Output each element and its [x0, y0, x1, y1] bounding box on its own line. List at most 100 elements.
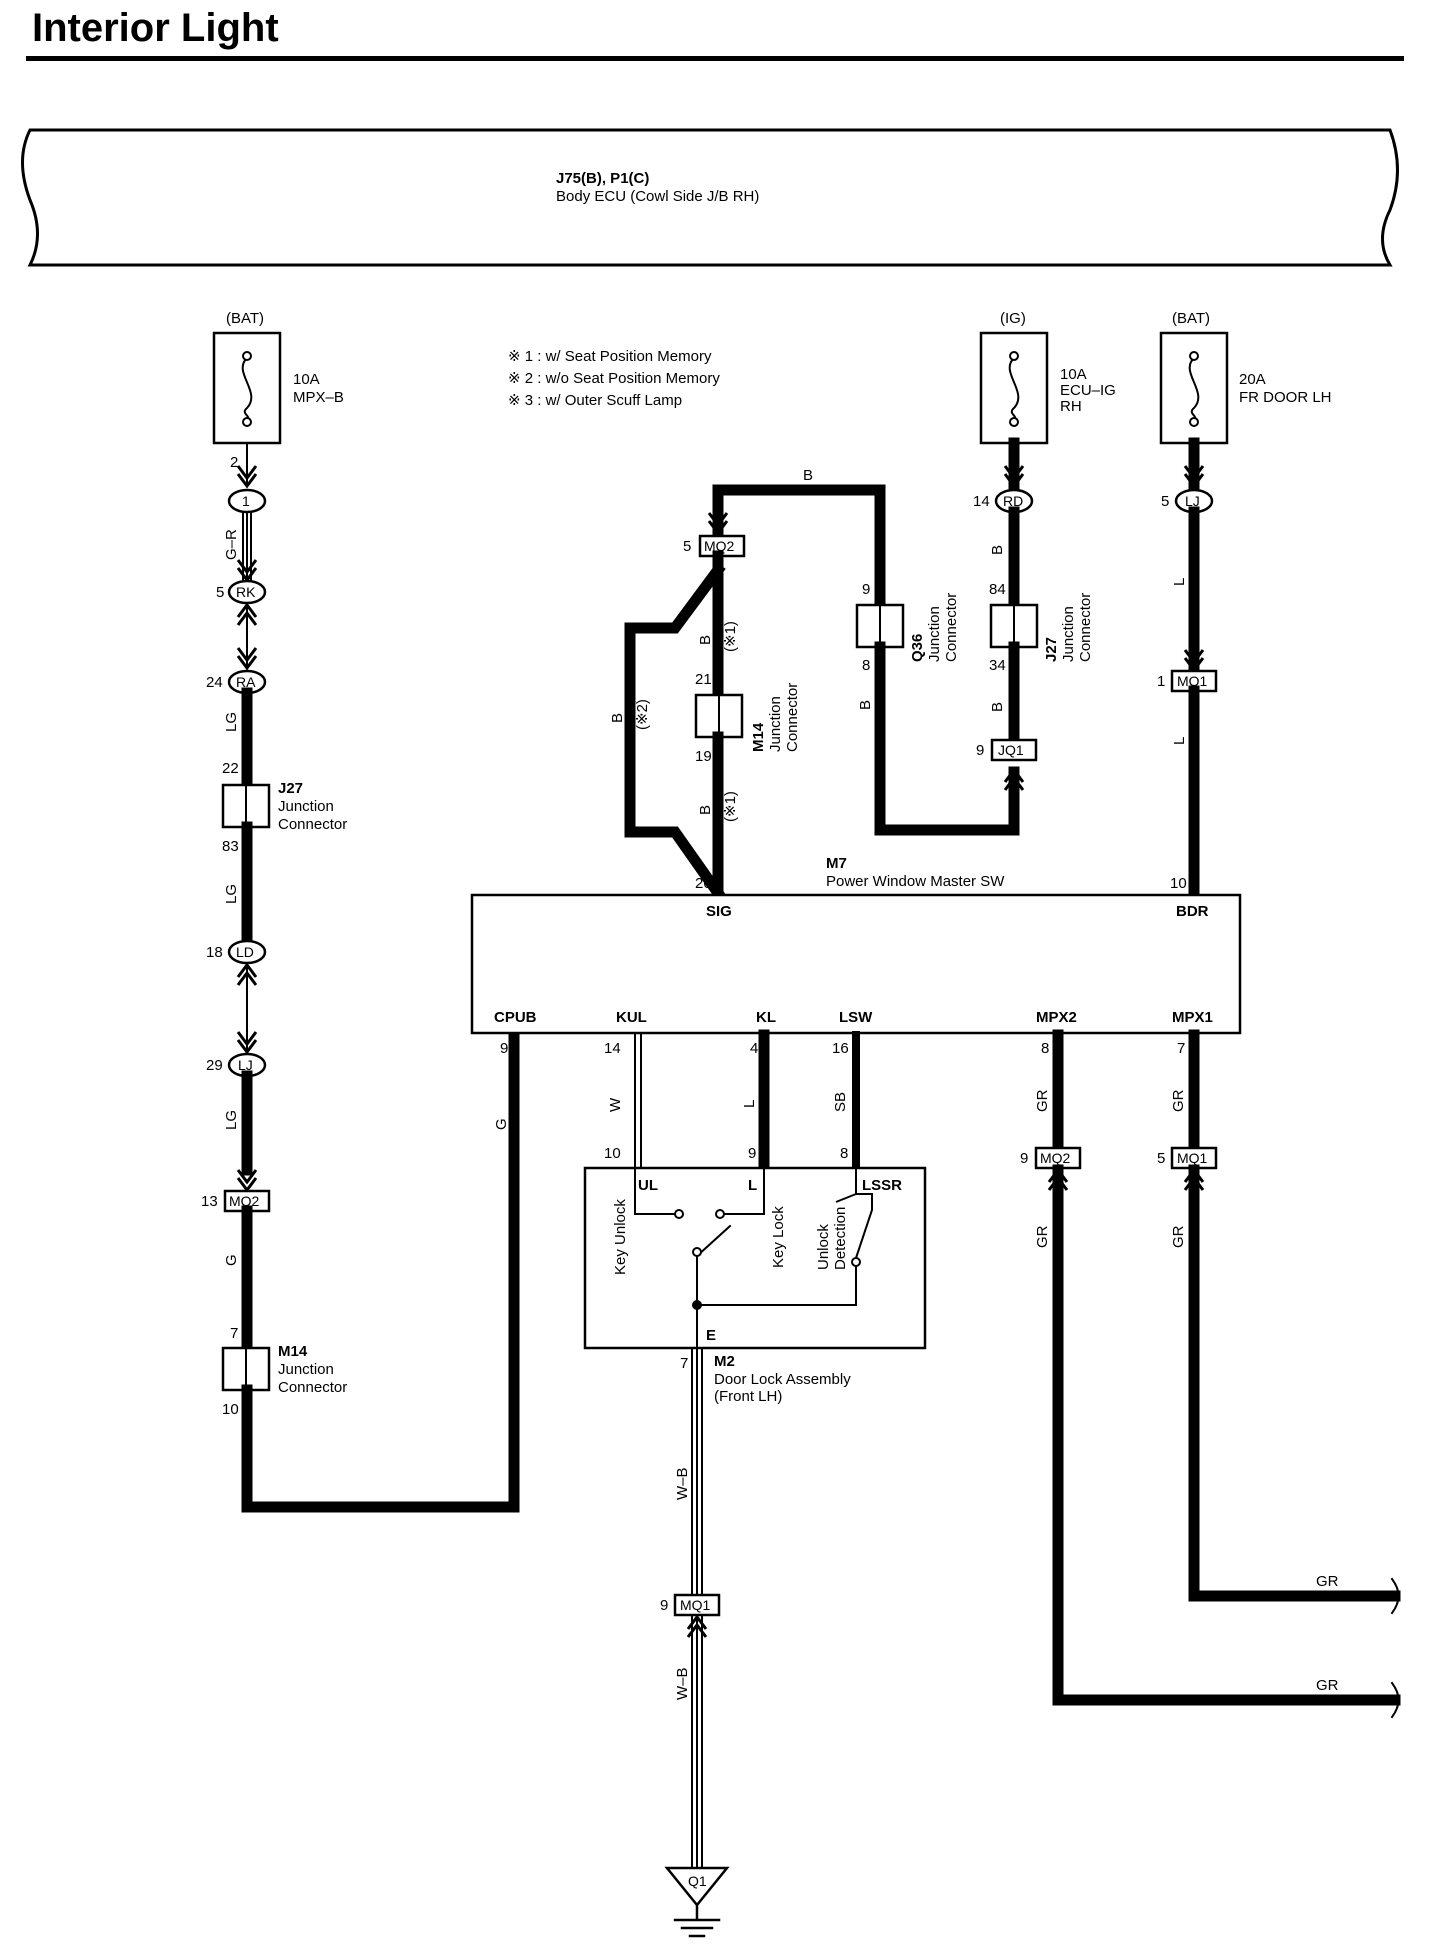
pin-5-mq2: 5 — [683, 538, 691, 555]
pin-1-mq1: 1 — [1157, 673, 1165, 690]
svg-text:Junction: Junction — [278, 798, 334, 815]
svg-text:B: B — [697, 635, 714, 645]
wire-gr-mpx1-b — [1188, 1164, 1401, 1602]
svg-text:Q36: Q36 — [909, 634, 926, 662]
svg-text:M14: M14 — [750, 722, 767, 752]
connector-mq1-bottom — [673, 1593, 721, 1617]
fuse-1-name: MPX–B — [293, 389, 344, 406]
svg-text:CPUB: CPUB — [494, 1009, 537, 1026]
fuse-3-rating: 20A — [1239, 371, 1266, 388]
pin-20: 20 — [695, 875, 712, 892]
pin-8-q36: 8 — [862, 657, 870, 674]
pin-84: 84 — [989, 581, 1006, 598]
svg-text:GR: GR — [1170, 1225, 1187, 1248]
power-window-master-sw — [470, 893, 1242, 1035]
svg-text:J27: J27 — [278, 780, 303, 797]
m2-id: M2 — [714, 1353, 735, 1370]
svg-text:Junction: Junction — [767, 696, 784, 752]
wire-break-1 — [1390, 1577, 1400, 1615]
svg-text:L: L — [1171, 737, 1188, 745]
wire-break-2 — [1390, 1681, 1400, 1719]
wire-g-r-label: G–R — [223, 529, 240, 560]
pin-2: 2 — [230, 454, 238, 471]
svg-text:(※1): (※1) — [722, 621, 739, 652]
pin-8-mpx2: 8 — [1041, 1040, 1049, 1057]
svg-text:MQ2: MQ2 — [229, 1193, 260, 1209]
svg-text:Detection: Detection — [832, 1207, 849, 1270]
svg-text:Connector: Connector — [943, 593, 960, 662]
svg-text:MPX1: MPX1 — [1172, 1009, 1213, 1026]
svg-text:Connector: Connector — [784, 683, 801, 752]
fuse-3-name: FR DOOR LH — [1239, 389, 1332, 406]
pin-5-rk: 5 — [216, 584, 224, 601]
m7-id: M7 — [826, 855, 847, 872]
svg-text:B: B — [609, 713, 626, 723]
m2-name: Door Lock Assembly — [714, 1371, 851, 1388]
svg-text:GR: GR — [1170, 1089, 1187, 1112]
pin-14-rd: 14 — [973, 493, 990, 510]
svg-text:MQ2: MQ2 — [704, 538, 735, 554]
pin-5-mq1: 5 — [1157, 1150, 1165, 1167]
m2-name2: (Front LH) — [714, 1388, 782, 1405]
pin-10-m14: 10 — [222, 1401, 239, 1418]
svg-text:L: L — [1171, 578, 1188, 586]
fuse-1-source: (BAT) — [226, 310, 264, 327]
pin-7-mpx1: 7 — [1177, 1040, 1185, 1057]
m7-name: Power Window Master SW — [826, 873, 1005, 890]
pin-14-kul: 14 — [604, 1040, 621, 1057]
svg-text:RK: RK — [236, 584, 256, 600]
svg-text:W–B: W–B — [674, 1667, 691, 1700]
pin-4-kl: 4 — [750, 1040, 758, 1057]
svg-text:MQ2: MQ2 — [1040, 1150, 1071, 1166]
svg-text:Key Lock: Key Lock — [770, 1206, 787, 1268]
pin-83: 83 — [222, 838, 239, 855]
svg-text:KL: KL — [756, 1009, 776, 1026]
pin-19: 19 — [695, 748, 712, 765]
svg-text:SB: SB — [832, 1092, 849, 1112]
pin-9-jq1: 9 — [976, 742, 984, 759]
title-rule — [26, 56, 1404, 61]
pin-21: 21 — [695, 671, 712, 688]
svg-text:LG: LG — [223, 884, 240, 904]
svg-text:LSW: LSW — [839, 1009, 873, 1026]
fuse-2-source: (IG) — [1000, 310, 1026, 327]
svg-text:Junction: Junction — [1060, 606, 1077, 662]
svg-text:(※2): (※2) — [634, 699, 651, 730]
svg-text:E: E — [706, 1327, 716, 1344]
svg-text:MQ1: MQ1 — [680, 1597, 711, 1613]
wire-gr-mpx2-b — [1052, 1164, 1401, 1706]
svg-text:W–B: W–B — [674, 1467, 691, 1500]
door-lock-assembly — [583, 1166, 927, 1350]
wire-gr-out-1: GR — [1316, 1573, 1339, 1590]
page-title: Interior Light — [32, 6, 279, 50]
fuse-3-source: (BAT) — [1172, 310, 1210, 327]
svg-text:JQ1: JQ1 — [998, 742, 1024, 758]
svg-text:MQ1: MQ1 — [1177, 1150, 1208, 1166]
fuse-2-rating: 10A — [1060, 366, 1087, 383]
wire-w-b-2 — [691, 1616, 703, 1869]
ecu-connector-label: J75(B), P1(C) — [556, 170, 649, 187]
note-3: ※ 3 : w/ Outer Scuff Lamp — [508, 392, 682, 409]
wire-w-b-1 — [691, 1347, 703, 1596]
svg-text:LJ: LJ — [238, 1057, 253, 1073]
svg-text:BDR: BDR — [1176, 903, 1209, 920]
fuse-2-icon — [1008, 356, 1020, 422]
fuse-1-icon — [241, 356, 253, 422]
svg-text:LD: LD — [236, 944, 254, 960]
body-ecu-box — [21, 128, 1399, 267]
wire-gr-out-2: GR — [1316, 1677, 1339, 1694]
ground-label: Q1 — [688, 1873, 707, 1889]
wire-g-2 — [241, 1029, 520, 1513]
wire-b-q36 — [874, 641, 1020, 836]
note-2: ※ 2 : w/o Seat Position Memory — [508, 370, 720, 387]
pin-9-l: 9 — [748, 1145, 756, 1162]
svg-text:Junction: Junction — [278, 1361, 334, 1378]
svg-text:MQ1: MQ1 — [1177, 673, 1208, 689]
pin-10-ul: 10 — [604, 1145, 621, 1162]
pin-29: 29 — [206, 1057, 223, 1074]
svg-text:KUL: KUL — [616, 1009, 647, 1026]
svg-text:(※1): (※1) — [722, 791, 739, 822]
connector-jq1 — [990, 738, 1038, 762]
svg-text:W: W — [607, 1097, 624, 1112]
svg-text:Connector: Connector — [278, 816, 347, 833]
